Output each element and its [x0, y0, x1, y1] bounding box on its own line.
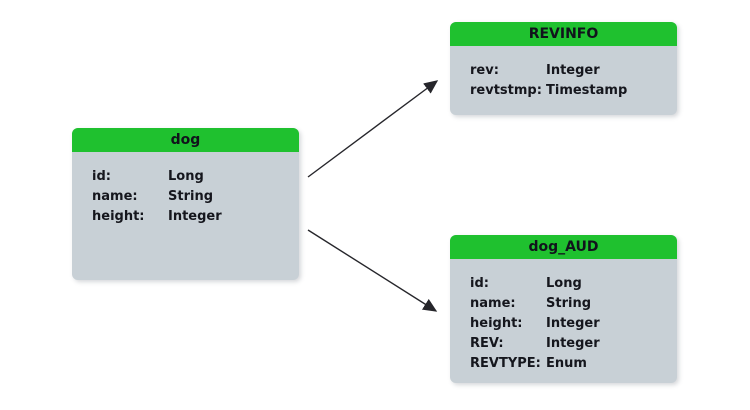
field-label: revtstmp: [470, 83, 542, 98]
field-type: Long [546, 276, 582, 291]
entity-dog-aud-body: id: Long name: String height: Integer RE… [450, 259, 677, 374]
entity-dog-body: id: Long name: String height: Integer [72, 152, 299, 227]
field-row: height: Integer [470, 314, 667, 334]
field-type: Integer [546, 316, 600, 331]
entity-revinfo-header: REVINFO [450, 22, 677, 46]
field-row: name: String [92, 187, 289, 207]
entity-revinfo-body: rev: Integer revtstmp: Timestamp [450, 46, 677, 101]
field-label: name: [92, 189, 138, 204]
entity-dog: dog id: Long name: String height: Intege… [72, 128, 299, 280]
field-row: id: Long [470, 274, 667, 294]
field-row: REVTYPE: Enum [470, 354, 667, 374]
field-label: rev: [470, 63, 499, 78]
field-label: id: [470, 276, 489, 291]
field-type: Integer [168, 209, 222, 224]
field-row: rev: Integer [470, 61, 667, 81]
field-label: name: [470, 296, 516, 311]
entity-title: dog [170, 132, 201, 148]
field-row: height: Integer [92, 207, 289, 227]
field-row: REV: Integer [470, 334, 667, 354]
entity-dog-aud-header: dog_AUD [450, 235, 677, 259]
arrow-dog-to-revinfo [307, 80, 439, 178]
entity-revinfo: REVINFO rev: Integer revtstmp: Timestamp [450, 22, 677, 115]
entity-dog-header: dog [72, 128, 299, 152]
field-type: String [168, 189, 214, 204]
field-type: String [546, 296, 592, 311]
entity-dog-aud: dog_AUD id: Long name: String height: In… [450, 235, 677, 383]
field-row: name: String [470, 294, 667, 314]
field-row: revtstmp: Timestamp [470, 81, 667, 101]
arrow-dog-to-dog-aud [307, 229, 438, 312]
field-type: Timestamp [546, 83, 628, 98]
entity-title: REVINFO [528, 26, 599, 42]
entity-title: dog_AUD [528, 239, 599, 255]
field-label: height: [92, 209, 145, 224]
field-label: REVTYPE: [470, 356, 541, 371]
field-type: Integer [546, 336, 600, 351]
field-label: height: [470, 316, 523, 331]
field-type: Long [168, 169, 204, 184]
field-label: id: [92, 169, 111, 184]
field-type: Enum [546, 356, 587, 371]
field-type: Integer [546, 63, 600, 78]
field-row: id: Long [92, 167, 289, 187]
field-label: REV: [470, 336, 504, 351]
